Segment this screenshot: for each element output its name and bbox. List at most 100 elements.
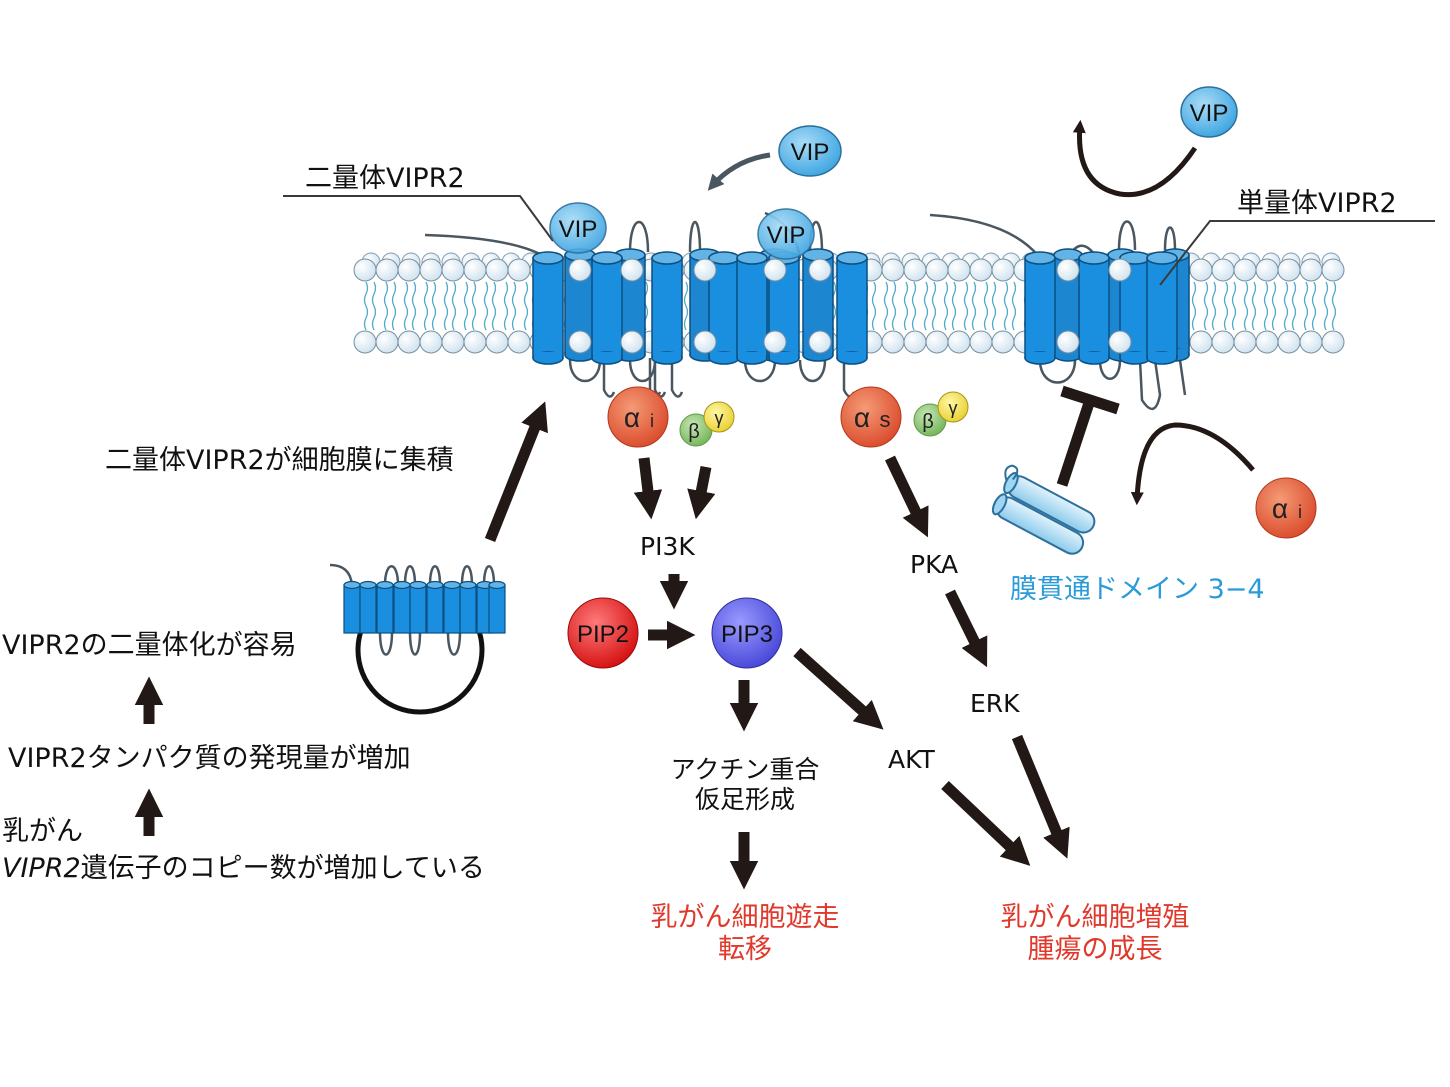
receptor-loop xyxy=(403,565,417,586)
lipid-tail xyxy=(1271,281,1277,331)
svg-text:β: β xyxy=(922,411,934,433)
lipid-head xyxy=(1277,330,1301,354)
lipid-head xyxy=(1211,258,1235,282)
outcome-growth-line-1: 乳がん細胞増殖 xyxy=(1000,902,1190,933)
step-dimerization: VIPR2の二量体化が容易 xyxy=(2,630,297,661)
helix-front xyxy=(1146,251,1178,365)
lipid-tail xyxy=(911,281,917,331)
label-tm-domain: 膜貫通ドメイン 3−4 xyxy=(1010,574,1265,605)
lipid-head xyxy=(507,330,531,354)
lipid-tail xyxy=(1311,281,1317,331)
label-pi3k: PI3K xyxy=(640,532,695,561)
vip-release-arrow xyxy=(1072,119,1198,198)
vesicle-dimer-receptor xyxy=(329,563,506,656)
arrow-alpha-i-to-pi3k xyxy=(633,457,663,520)
lipid-tail xyxy=(891,281,897,331)
vesicle-helix xyxy=(443,580,461,634)
helix-front xyxy=(736,251,768,365)
lipid-tail xyxy=(951,281,957,331)
helix-front xyxy=(651,251,683,365)
vip-binding-arrow xyxy=(707,152,771,191)
alpha-i-arrow-to-monomer xyxy=(1130,422,1255,506)
lipid-head xyxy=(925,258,949,282)
lipid-head xyxy=(1233,330,1257,354)
lipid-head xyxy=(1211,330,1235,354)
label-leader-lines xyxy=(283,195,1435,286)
arrow-vesicle-to-membrane xyxy=(484,401,548,543)
svg-text:s: s xyxy=(880,407,891,432)
vesicle-helix xyxy=(459,580,477,634)
lipid-head xyxy=(903,258,927,282)
lipid-head xyxy=(507,258,531,282)
lipid-tail xyxy=(363,281,369,331)
lipid-head xyxy=(375,258,399,282)
lipid-head xyxy=(881,330,905,354)
lipid-tail xyxy=(1231,281,1237,331)
arrow-pka-to-erk xyxy=(945,589,988,668)
lipid-tail xyxy=(1211,281,1217,331)
lipid-head xyxy=(925,330,949,354)
lipid-head xyxy=(1255,330,1279,354)
lipid-tail xyxy=(443,281,449,331)
arrow-alpha-s-to-pka xyxy=(885,455,929,538)
lipid-tail xyxy=(391,281,397,331)
lipid-head xyxy=(1321,258,1345,282)
lipid-head xyxy=(1189,258,1213,282)
receptor-loop xyxy=(428,565,442,586)
receptor-loop xyxy=(1163,226,1177,251)
lipid-tail xyxy=(923,281,929,331)
receptor-loop xyxy=(408,631,422,656)
lipid-tail xyxy=(1291,281,1297,331)
svg-text:VIP: VIP xyxy=(1190,100,1229,127)
lipid-tail xyxy=(371,281,377,331)
monomer-leader-line xyxy=(1159,220,1435,286)
lipid-head xyxy=(485,330,509,354)
lipid-tail xyxy=(943,281,949,331)
arrow-pip3-to-akt xyxy=(793,647,884,730)
svg-text:VIP: VIP xyxy=(791,139,830,166)
svg-text:VIP: VIP xyxy=(767,222,806,249)
helix-front xyxy=(1024,251,1056,365)
receptor-loop xyxy=(1098,359,1122,380)
lipid-head xyxy=(1299,330,1323,354)
actin-line-1: アクチン重合 xyxy=(670,755,820,784)
vesicle-helix xyxy=(426,580,444,634)
lipid-head xyxy=(419,258,443,282)
receptor-loop xyxy=(688,220,702,253)
svg-text:i: i xyxy=(650,411,654,431)
lipid-head xyxy=(947,330,971,354)
receptor-loop xyxy=(628,220,650,253)
lipid-head xyxy=(947,258,971,282)
lipid-head xyxy=(353,258,377,282)
lipid-head xyxy=(969,258,993,282)
helix-front xyxy=(836,251,868,365)
svg-text:α: α xyxy=(854,402,870,433)
label-erk: ERK xyxy=(970,689,1020,718)
g-beta-gamma-1: β γ xyxy=(679,401,735,447)
step-expression: VIPR2タンパク質の発現量が増加 xyxy=(8,743,411,774)
lipid-head xyxy=(881,258,905,282)
receptor-loop xyxy=(1117,220,1137,251)
g-alpha-i-free: α i xyxy=(1255,477,1317,539)
label-dimer-vipr2: 二量体VIPR2 xyxy=(305,163,465,194)
monomer-vipr2-receptor xyxy=(929,213,1190,410)
step-gene-copy-number: VIPR2遺伝子のコピー数が増加している xyxy=(2,853,485,885)
outcome-migration: 乳がん細胞遊走 転移 xyxy=(625,902,865,967)
lipid-head xyxy=(1233,258,1257,282)
lipid-head xyxy=(353,330,377,354)
svg-text:γ: γ xyxy=(715,408,724,428)
vesicle-helix xyxy=(343,580,361,634)
lipid-tail xyxy=(963,281,969,331)
label-monomer-vipr2: 単量体VIPR2 xyxy=(1237,188,1397,219)
pathway-arrows xyxy=(134,401,1070,890)
lipid-tail xyxy=(463,281,469,331)
lipid-tail xyxy=(511,281,517,331)
receptor-loop xyxy=(798,359,827,382)
outcome-migration-line-1: 乳がん細胞遊走 xyxy=(650,902,840,933)
lipid-tail xyxy=(991,281,997,331)
outcome-migration-line-2: 転移 xyxy=(718,934,772,966)
lipid-head xyxy=(1255,258,1279,282)
inhibition-t-bar xyxy=(1056,385,1120,487)
outcome-growth-line-2: 腫瘍の成長 xyxy=(1027,934,1163,966)
vip-ligand-bound-2: VIP xyxy=(757,208,815,260)
